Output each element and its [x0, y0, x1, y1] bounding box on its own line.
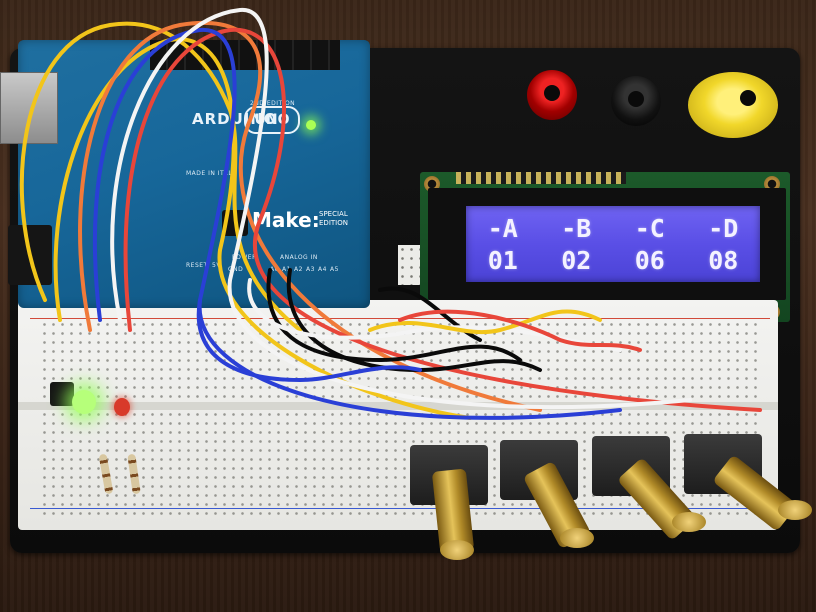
pin-a3-label: A3 — [306, 266, 315, 273]
arduino-uno-board — [18, 40, 370, 308]
analog-in-label: ANALOG IN — [280, 254, 318, 261]
made-in-italy-label: MADE IN ITALY — [186, 170, 236, 177]
lcd-label-d: -D — [708, 214, 739, 243]
lcd-label-a: -A — [487, 214, 518, 243]
lcd-value-a: 01 — [487, 246, 518, 275]
usb-connector — [0, 72, 58, 144]
wire-orange — [78, 20, 542, 412]
5v-label: 5V — [212, 262, 221, 269]
wire-blue — [196, 298, 422, 383]
breadboard-center-groove — [18, 402, 778, 410]
board-power-led — [306, 120, 316, 130]
lcd-label-b: -B — [561, 214, 592, 243]
encoder-tip-a — [440, 540, 474, 560]
wire-yellow — [53, 37, 472, 420]
wire-yellow — [368, 309, 602, 335]
red-banana-jack — [527, 70, 577, 120]
push-button[interactable] — [50, 382, 74, 406]
yellow-banana-jack — [688, 72, 778, 138]
pin-a4-label: A4 — [318, 266, 327, 273]
pin-a1-label: A1 — [282, 266, 291, 273]
wire-blue — [92, 27, 622, 420]
reset-label: RESET — [186, 262, 208, 269]
black-banana-jack — [611, 76, 661, 126]
green-led — [72, 390, 96, 414]
wire-black — [266, 268, 522, 363]
pin-a0-label: A0 — [270, 266, 279, 273]
wire-white — [110, 7, 692, 410]
gnd-label: GND — [228, 266, 244, 273]
encoder-tip-c — [672, 512, 706, 532]
pin-a2-label: A2 — [294, 266, 303, 273]
lcd-screen: -A -B -C -D 01 02 06 08 — [466, 206, 760, 282]
encoder-tip-b — [560, 528, 594, 548]
lcd-value-d: 08 — [708, 246, 739, 275]
wire-red — [398, 309, 642, 352]
lcd-label-c: -C — [634, 214, 665, 243]
jack-hole — [544, 85, 560, 101]
lcd-value-c: 06 — [634, 246, 665, 275]
encoder-tip-d — [778, 500, 812, 520]
lcd-header-pins — [456, 172, 626, 184]
lcd-value-b: 02 — [561, 246, 592, 275]
special-edition-label: SPECIAL EDITION — [319, 210, 348, 227]
breadboard-ground-rail — [30, 508, 770, 509]
wire-red — [123, 27, 762, 412]
board-edition-label: 2ND EDITION — [250, 100, 296, 107]
red-led — [114, 398, 130, 416]
lcd-row-1: -A -B -C -D — [466, 214, 760, 243]
wire-yellow — [19, 21, 302, 332]
lcd-row-2: 01 02 06 08 — [466, 246, 760, 275]
jack-hole — [740, 90, 756, 106]
pin-a5-label: A5 — [330, 266, 339, 273]
jack-hole — [628, 91, 644, 107]
